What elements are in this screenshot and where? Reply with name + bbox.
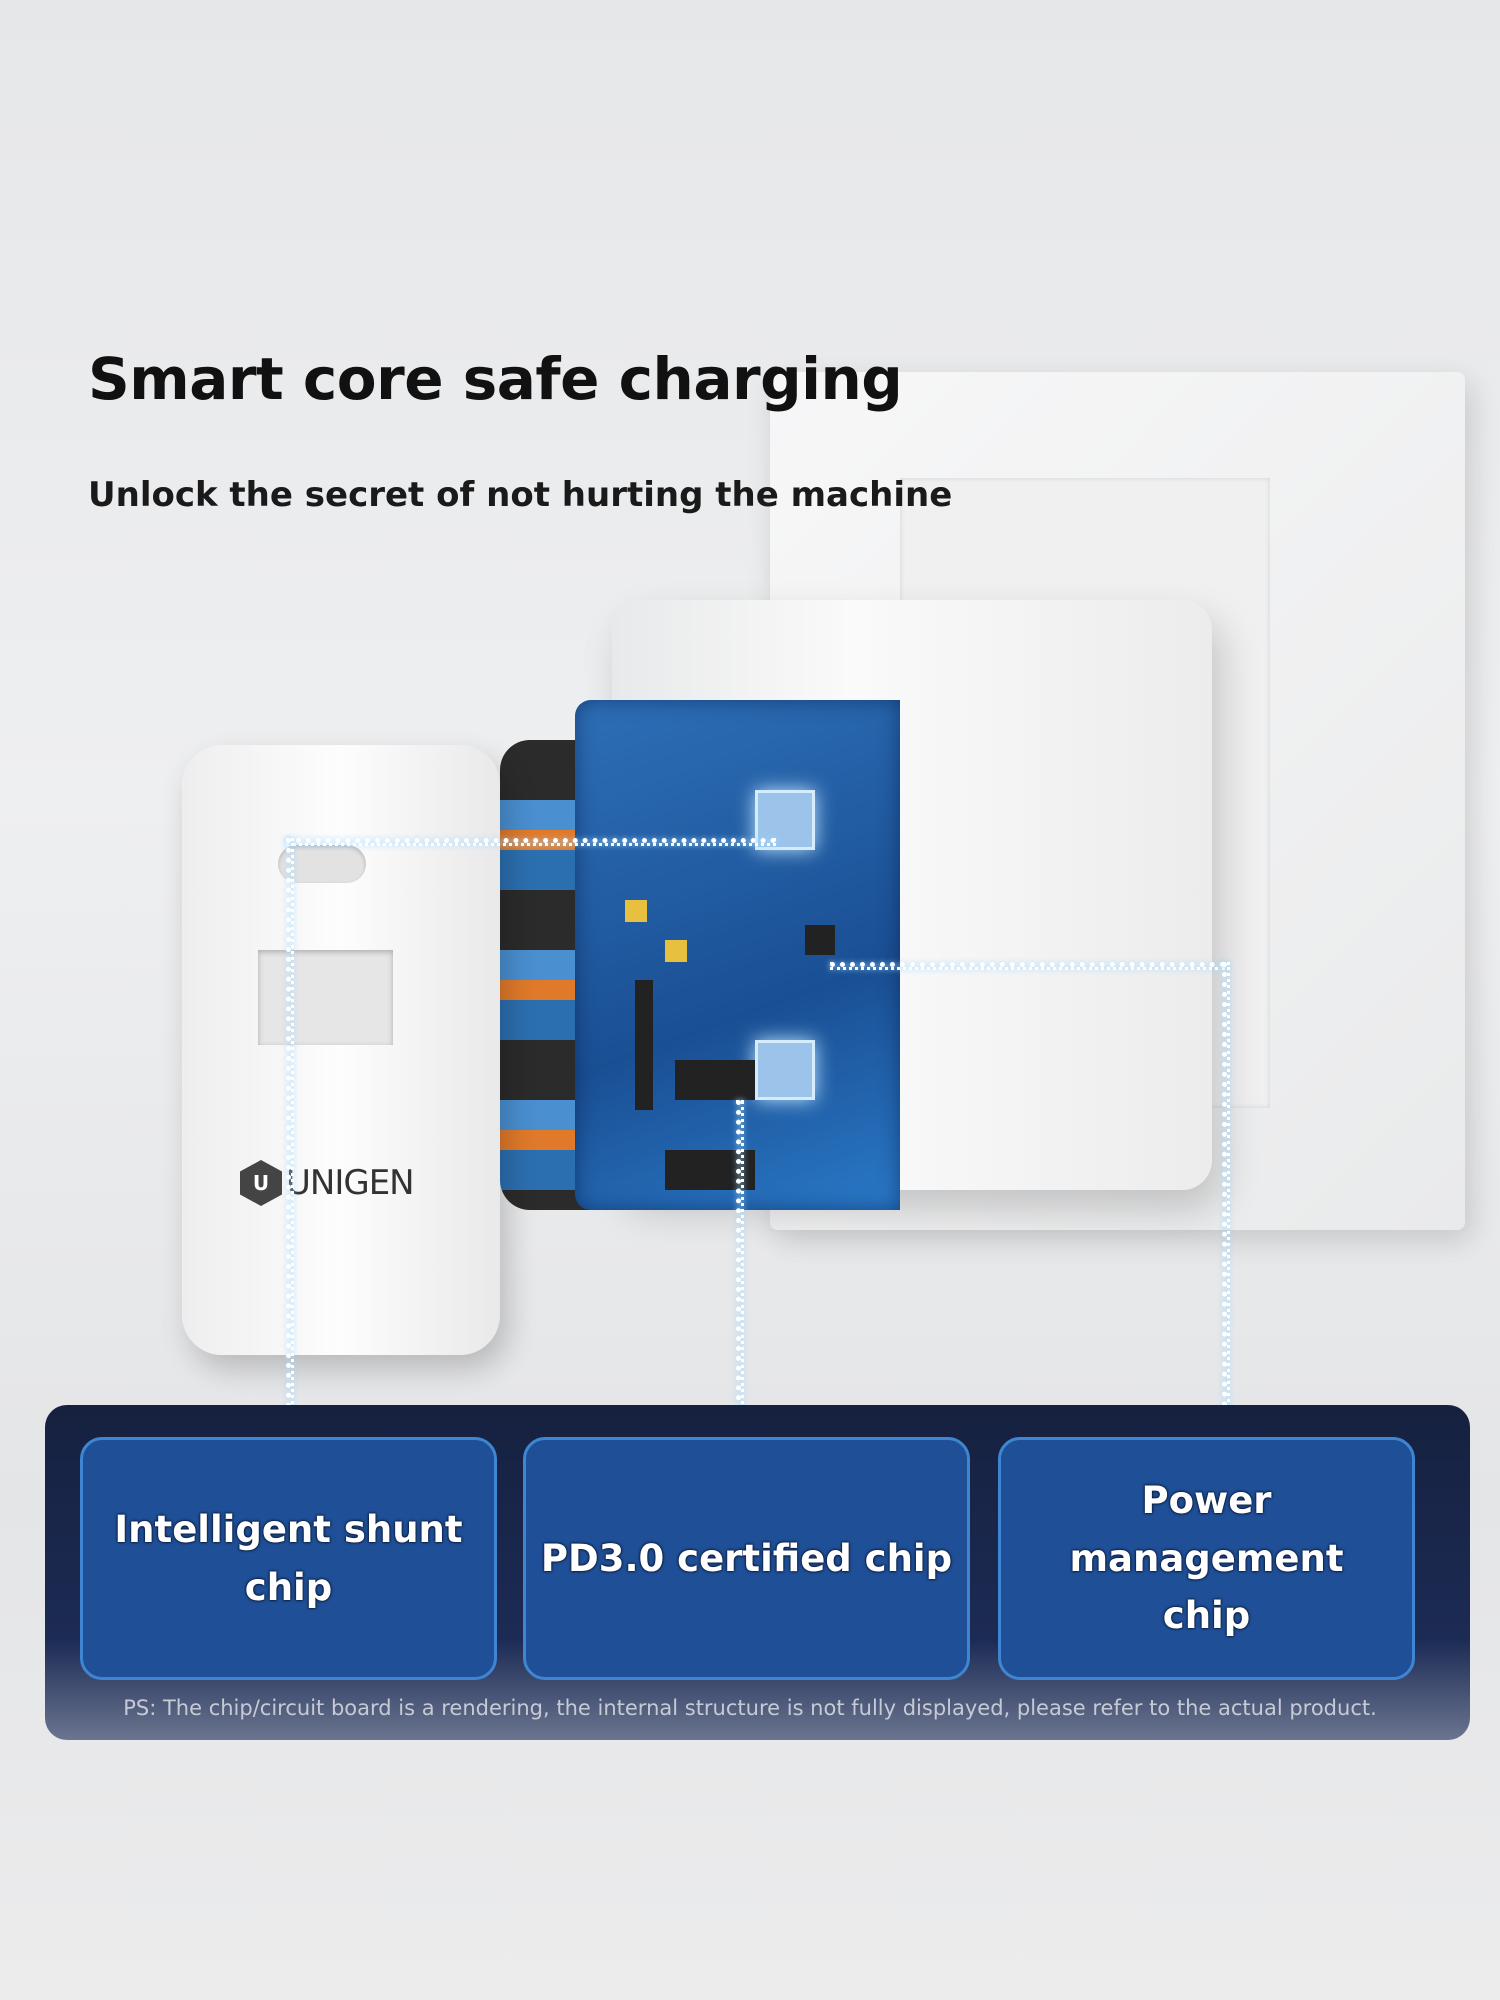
shunt-chip [755,1040,815,1100]
component [635,980,653,1110]
connector-line [1222,962,1230,1437]
component [675,1060,755,1100]
brand-name: UNIGEN [286,1163,415,1203]
component [625,900,647,922]
disclaimer: PS: The chip/circuit board is a renderin… [123,1696,1377,1720]
feature-label: Intelligent shunt chip [114,1508,463,1609]
feature-card-pd: PD3.0 certified chip [523,1437,970,1680]
connector-line [286,838,294,1428]
headline-title: Smart core safe charging [88,345,903,413]
feature-label: Power management chip [1069,1479,1344,1638]
feature-card-shunt: Intelligent shunt chip [80,1437,497,1680]
usb-a-port [258,950,393,1045]
charger-front-face [182,745,500,1355]
feature-card-power: Power management chip [998,1437,1415,1680]
connector-line [830,962,1225,970]
connector-line [286,838,776,846]
brand-logo: U UNIGEN [240,1160,415,1206]
power-chip [805,925,835,955]
component [665,940,687,962]
brand-logo-icon: U [240,1160,282,1206]
feature-label: PD3.0 certified chip [540,1536,953,1580]
connector-line [736,1100,744,1430]
headline-subtitle: Unlock the secret of not hurting the mac… [88,475,953,515]
